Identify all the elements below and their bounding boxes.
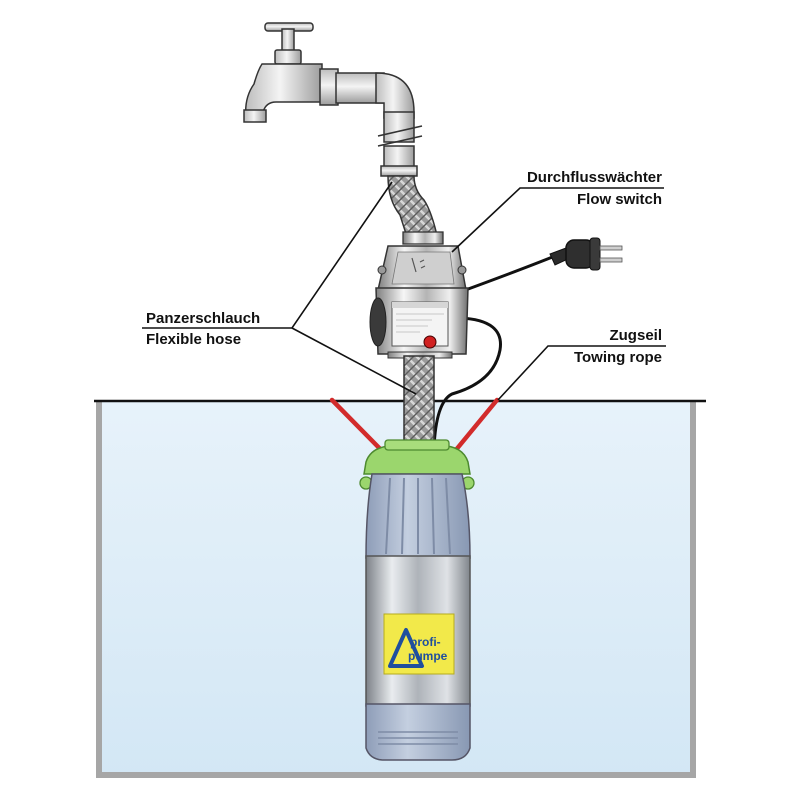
pump-cable [432, 316, 502, 449]
power-plug-icon [549, 237, 623, 271]
label-rope-en: Towing rope [574, 349, 662, 366]
profi-pumpe-logo: profi- pumpe [383, 613, 455, 675]
tank-wall [96, 402, 696, 778]
flow-switch [369, 245, 469, 359]
flexible-hose-upper [387, 175, 444, 245]
reset-button [423, 335, 437, 349]
label-flow-switch-en: Flow switch [577, 191, 662, 208]
logo-line1: profi- [410, 635, 441, 649]
logo-line2: pumpe [408, 649, 448, 663]
label-hose-en: Flexible hose [146, 331, 241, 348]
power-cable [459, 237, 623, 294]
label-rope-de: Zugseil [609, 327, 662, 344]
submersible-pump: profi- pumpe [359, 439, 475, 761]
flexible-hose-lower [403, 355, 435, 447]
callout-lines [142, 181, 666, 401]
flow-switch-label-plate [391, 301, 449, 347]
label-flow-switch-de: Durchflusswächter [527, 169, 662, 186]
label-hose-de: Panzerschlauch [146, 310, 260, 327]
water-tap [243, 22, 423, 177]
